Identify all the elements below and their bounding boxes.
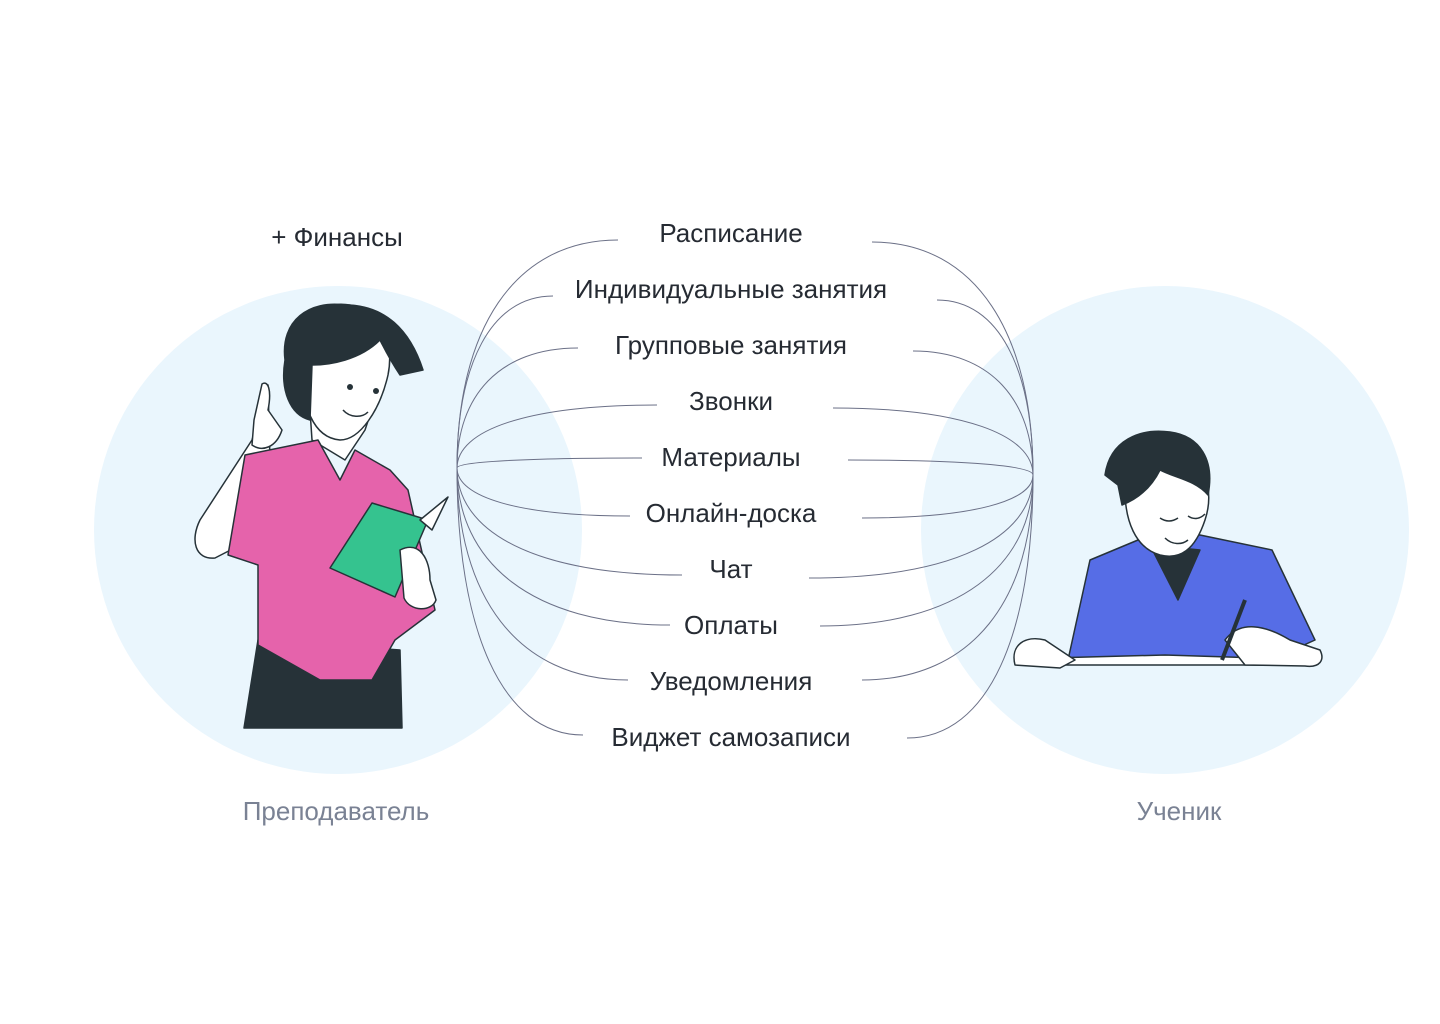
student-role-label: Ученик (1136, 796, 1222, 826)
teacher-role-label: Преподаватель (242, 796, 430, 826)
connection-lines (456, 239, 1034, 739)
feature-label: Материалы (661, 442, 801, 472)
teacher-illustration (194, 303, 449, 729)
connection-line-right (912, 350, 1034, 476)
connection-line-right (861, 474, 1034, 681)
connection-line-right (906, 474, 1034, 739)
pen (1220, 599, 1247, 661)
feature-label: Чат (709, 554, 753, 584)
connection-line-left (456, 467, 631, 517)
teacher-hair (283, 303, 424, 421)
left-hand (1013, 638, 1076, 669)
connection-line-right (861, 474, 1034, 519)
connection-line-left (456, 467, 629, 681)
connection-line-left (456, 457, 643, 469)
connection-line-right (847, 459, 1034, 476)
feature-label: Звонки (689, 386, 773, 416)
feature-label: Оплаты (684, 610, 778, 640)
right-hand (1224, 626, 1323, 668)
student-illustration (1013, 430, 1323, 669)
feature-label: Групповые занятия (615, 330, 847, 360)
holding-hand (399, 546, 437, 610)
feature-label: Онлайн-доска (645, 498, 817, 528)
connection-line-left (456, 467, 671, 626)
connection-line-right (819, 474, 1034, 627)
connection-line-right (936, 299, 1034, 476)
teacher-extra-label: + Финансы (271, 222, 403, 252)
connection-line-left (456, 347, 579, 469)
feature-label: Уведомления (649, 666, 813, 696)
feature-label: Виджет самозаписи (611, 722, 851, 752)
connection-line-left (456, 295, 554, 469)
feature-label: Расписание (659, 218, 803, 248)
connection-line-left (456, 467, 683, 576)
feature-label: Индивидуальные занятия (574, 274, 888, 304)
student-hair (1104, 430, 1211, 506)
connection-line-left (456, 404, 658, 469)
connection-line-right (832, 407, 1034, 476)
connection-line-right (808, 474, 1034, 579)
pointing-hand (251, 382, 283, 449)
connection-line-left (456, 467, 584, 736)
teacher-shirt (227, 439, 436, 681)
